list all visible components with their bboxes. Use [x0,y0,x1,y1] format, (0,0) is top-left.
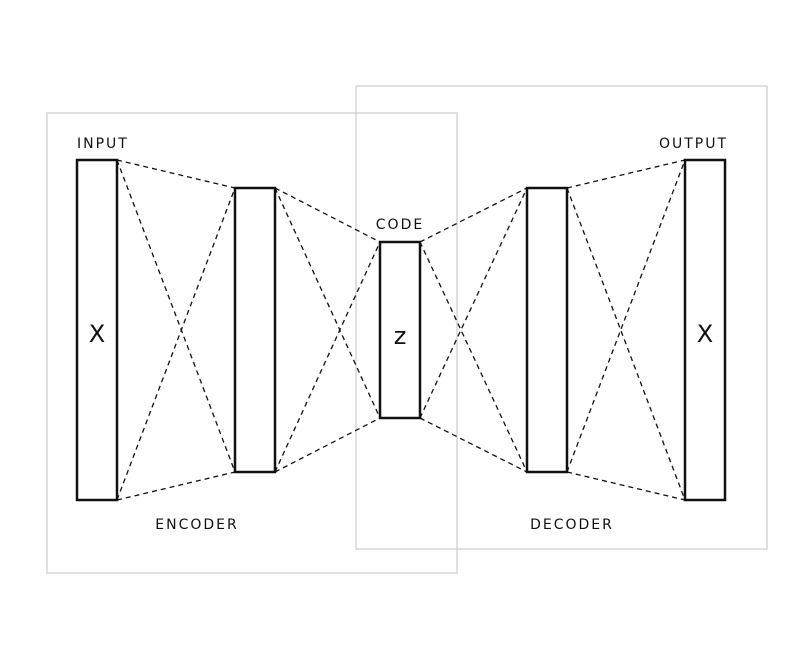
decoder-hidden-layer [525,186,569,474]
connections-input-to-hidden [116,159,236,501]
connections-code-to-hidden [419,187,528,473]
output-symbol: X [697,320,713,348]
encoder-label: ENCODER [155,517,238,533]
decoder-group-box [355,85,768,550]
code-layer [378,240,422,420]
code-label: CODE [376,217,424,233]
input-label: INPUT [77,136,129,152]
code-symbol: z [394,322,407,350]
encoder-group-box [46,112,458,574]
output-layer [683,158,727,502]
connections-hidden-to-code [274,187,381,473]
connections-hidden-to-output [566,159,686,501]
encoder-hidden-layer [233,186,277,474]
input-layer [75,158,119,502]
output-label: OUTPUT [659,136,728,152]
decoder-label: DECODER [530,517,614,533]
input-symbol: X [89,320,105,348]
